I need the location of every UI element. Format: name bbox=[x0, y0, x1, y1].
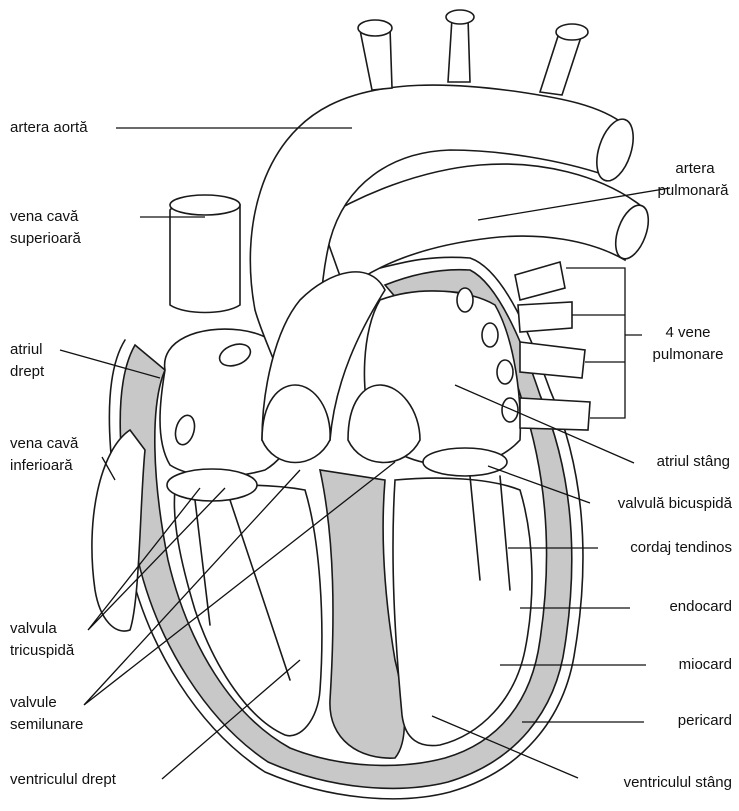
label-endocard: endocard bbox=[560, 598, 732, 616]
label-atriul-drept-2: drept bbox=[10, 363, 44, 381]
label-artera-pulmonara-2: pulmonară bbox=[648, 182, 738, 200]
label-valvula-tricuspida-1: valvula bbox=[10, 620, 57, 638]
label-valvule-semilunare-2: semilunare bbox=[10, 716, 83, 734]
label-miocard: miocard bbox=[560, 656, 732, 674]
pulmonary-veins bbox=[515, 262, 590, 430]
label-vena-cava-superioara-2: superioară bbox=[10, 230, 81, 248]
bicuspid-valve bbox=[423, 448, 507, 476]
label-artera-pulmonara-1: artera bbox=[660, 160, 730, 178]
pulmonary-artery bbox=[320, 164, 640, 290]
label-vene-pulmonare-1: 4 vene bbox=[642, 324, 734, 342]
left-ventricle-chamber bbox=[393, 478, 532, 745]
label-valvula-bicuspida: valvulă bicuspidă bbox=[560, 495, 732, 513]
label-pericard: pericard bbox=[560, 712, 732, 730]
inferior-vena-cava bbox=[92, 430, 145, 631]
label-artera-aorta: artera aortă bbox=[10, 119, 88, 137]
label-atriul-drept-1: atriul bbox=[10, 341, 43, 359]
aortic-branches bbox=[360, 18, 582, 95]
label-vena-cava-inferioara-2: inferioară bbox=[10, 457, 73, 475]
label-vene-pulmonare-2: pulmonare bbox=[642, 346, 734, 364]
label-valvula-tricuspida-2: tricuspidă bbox=[10, 642, 74, 660]
tricuspid-valve bbox=[167, 469, 257, 501]
right-ventricle-chamber bbox=[174, 485, 321, 736]
label-atriul-stang: atriul stâng bbox=[560, 453, 730, 471]
label-valvule-semilunare-1: valvule bbox=[10, 694, 57, 712]
septum bbox=[320, 470, 404, 758]
label-vena-cava-inferioara-1: vena cavă bbox=[10, 435, 78, 453]
label-ventriculul-drept: ventriculul drept bbox=[10, 771, 116, 789]
label-cordaj-tendinos: cordaj tendinos bbox=[560, 539, 732, 557]
label-ventriculul-stang: ventriculul stâng bbox=[560, 774, 732, 792]
label-vena-cava-superioara-1: vena cavă bbox=[10, 208, 78, 226]
